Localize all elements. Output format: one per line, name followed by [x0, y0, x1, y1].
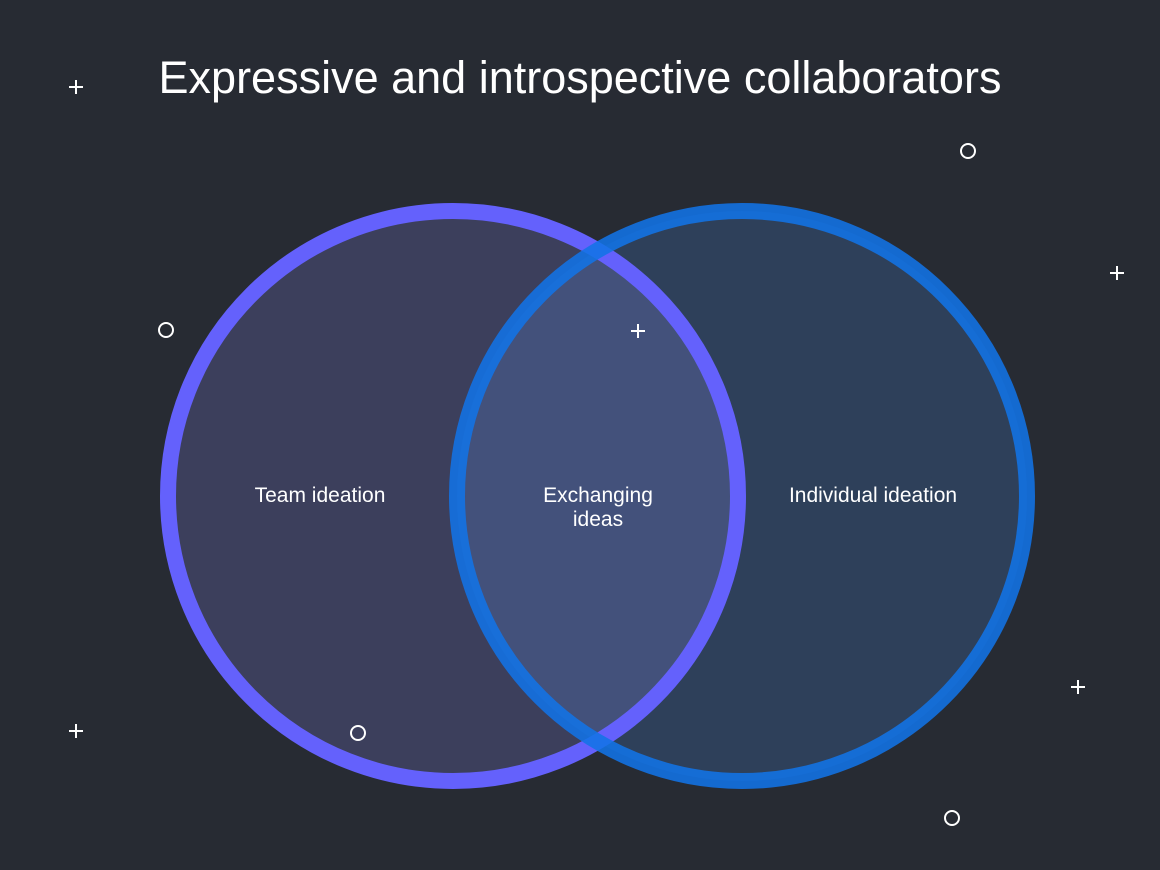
ring-icon	[350, 725, 366, 741]
intersection-label: Exchanging ideas	[543, 484, 653, 531]
ring-icon	[960, 143, 976, 159]
right-circle-outline	[449, 203, 1035, 789]
left-circle-outline	[160, 203, 746, 789]
ring-icon	[944, 810, 960, 826]
intersection-fill	[457, 211, 738, 781]
plus-icon	[69, 724, 83, 738]
plus-icon	[69, 80, 83, 94]
ring-icon	[158, 322, 174, 338]
plus-icon	[1071, 680, 1085, 694]
left-set-label: Team ideation	[254, 484, 386, 507]
plus-icon	[631, 324, 645, 338]
diagram-title: Expressive and introspective collaborato…	[158, 52, 1002, 103]
plus-icon	[1110, 266, 1124, 280]
right-set-label: Individual ideation	[788, 484, 958, 507]
